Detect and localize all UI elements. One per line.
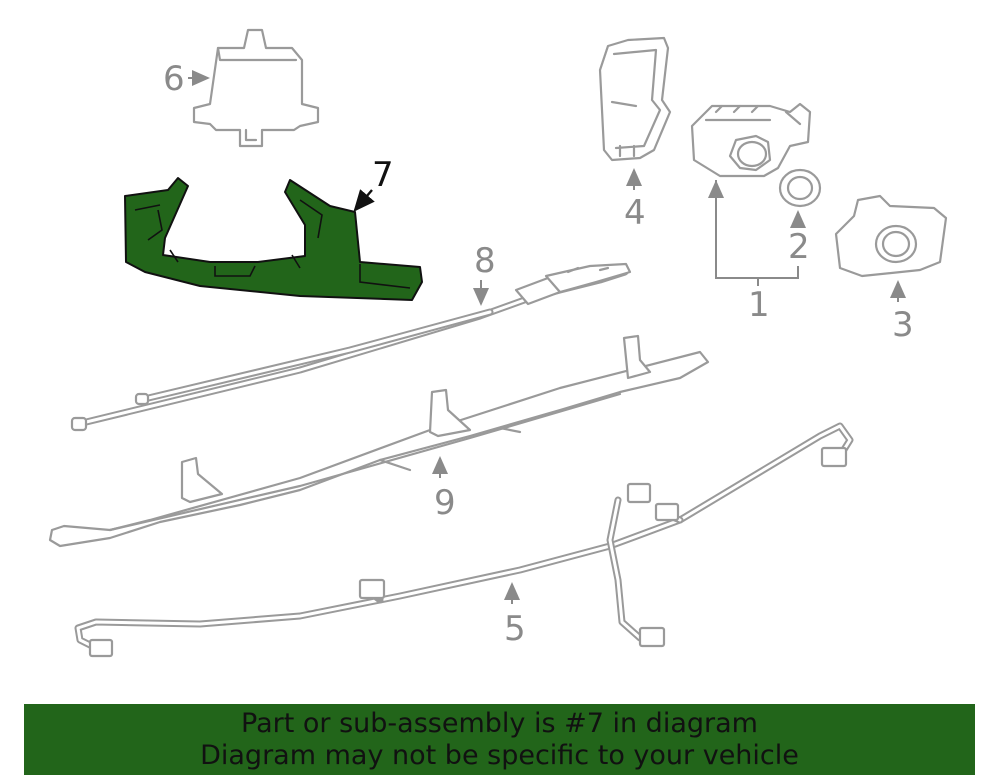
- callout-4: 4: [624, 193, 646, 233]
- callout-6: 6: [163, 59, 185, 99]
- info-banner: Part or sub-assembly is #7 in diagram Di…: [24, 704, 975, 775]
- callout-2: 2: [788, 227, 810, 267]
- callout-8: 8: [474, 241, 496, 281]
- part-6-control-module[interactable]: [192, 28, 320, 148]
- callout-5: 5: [504, 609, 526, 649]
- part-3-bezel[interactable]: [834, 194, 948, 278]
- part-5-sensor-harness[interactable]: [74, 422, 854, 658]
- part-8-wire-harness[interactable]: [70, 262, 632, 432]
- parts-diagram: 6 7 4 1 2 3: [48, 28, 948, 658]
- callout-1: 1: [748, 285, 770, 325]
- part-1-parking-sensor[interactable]: [690, 102, 812, 178]
- leader-1-bracket: [715, 180, 799, 286]
- leader-7: [353, 189, 375, 212]
- banner-line-2: Diagram may not be specific to your vehi…: [200, 740, 799, 771]
- part-2-retainer[interactable]: [778, 168, 822, 208]
- banner-line-1: Part or sub-assembly is #7 in diagram: [241, 708, 758, 739]
- part-9-mounting-rail[interactable]: [48, 334, 710, 548]
- part-7-bracket[interactable]: [124, 177, 423, 301]
- callout-7: 7: [372, 155, 394, 195]
- callout-3: 3: [892, 305, 914, 345]
- part-4-sensor-bracket[interactable]: [598, 36, 672, 162]
- callout-9: 9: [434, 483, 456, 523]
